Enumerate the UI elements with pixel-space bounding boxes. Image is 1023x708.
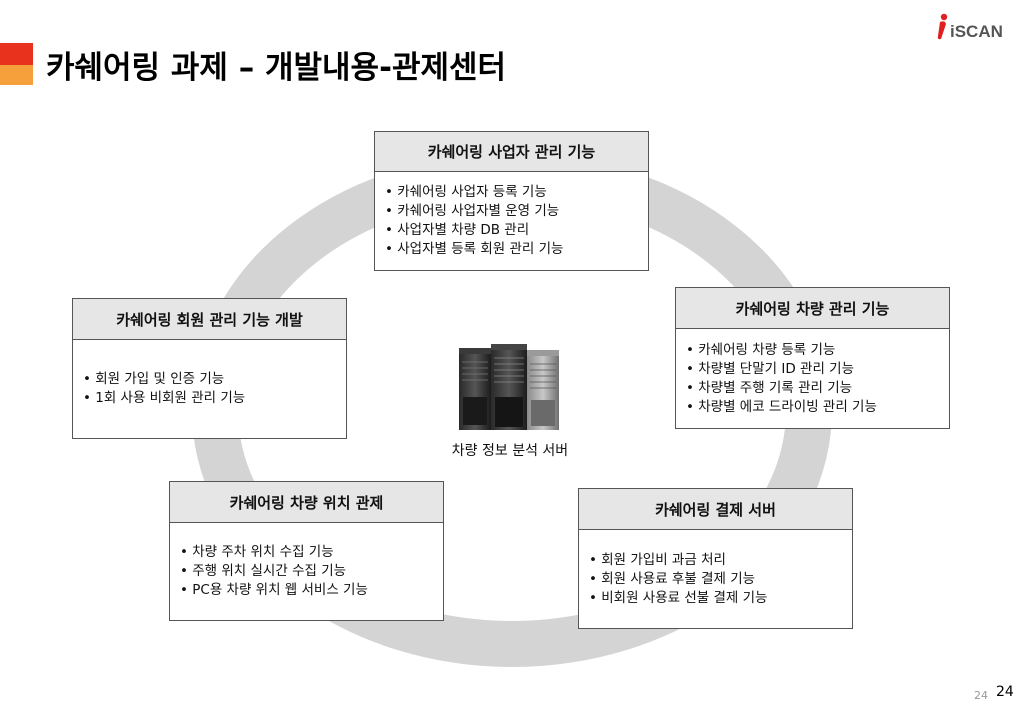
list-item: • 차량별 단말기 ID 관리 기능 <box>686 360 854 377</box>
box-items: • 회원 가입비 과금 처리 • 회원 사용료 후불 결제 기능 • 비회원 사… <box>579 530 852 628</box>
logo-text: iSCAN <box>950 22 1003 41</box>
list-item: • 사업자별 등록 회원 관리 기능 <box>385 241 564 257</box>
list-item: • 카쉐어링 사업자별 운영 기능 <box>385 203 560 219</box>
operator-management-box: 카쉐어링 사업자 관리 기능 • 카쉐어링 사업자 등록 기능 • 카쉐어링 사… <box>374 131 649 271</box>
page-number-small: 24 <box>974 689 988 702</box>
server-label: 차량 정보 분석 서버 <box>451 443 569 459</box>
title-accent-orange <box>0 65 33 85</box>
member-management-box: 카쉐어링 회원 관리 기능 개발 • 회원 가입 및 인증 기능 • 1회 사용… <box>72 298 347 439</box>
iscan-logo: iSCAN <box>937 13 1003 41</box>
box-items: • 회원 가입 및 인증 기능 • 1회 사용 비회원 관리 기능 <box>73 340 346 438</box>
list-item: • 회원 가입비 과금 처리 <box>589 551 726 568</box>
box-title: 카쉐어링 결제 서버 <box>579 489 852 530</box>
page-number: 24 <box>996 684 1014 700</box>
box-title: 카쉐어링 차량 위치 관제 <box>170 482 443 523</box>
box-items: • 차량 주차 위치 수집 기능 • 주행 위치 실시간 수집 기능 • PC용… <box>170 523 443 620</box>
list-item: • 주행 위치 실시간 수집 기능 <box>180 563 347 579</box>
box-items: • 카쉐어링 차량 등록 기능 • 차량별 단말기 ID 관리 기능 • 차량별… <box>676 329 949 428</box>
list-item: • 카쉐어링 차량 등록 기능 <box>686 341 836 358</box>
box-title: 카쉐어링 사업자 관리 기능 <box>375 132 648 172</box>
list-item: • 차량 주차 위치 수집 기능 <box>180 544 334 560</box>
title-accent-red <box>0 43 33 65</box>
vehicle-management-box: 카쉐어링 차량 관리 기능 • 카쉐어링 차량 등록 기능 • 차량별 단말기 … <box>675 287 950 429</box>
list-item: • 1회 사용 비회원 관리 기능 <box>83 390 246 406</box>
payment-server-box: 카쉐어링 결제 서버 • 회원 가입비 과금 처리 • 회원 사용료 후불 결제… <box>578 488 853 629</box>
list-item: • 회원 사용료 후불 결제 기능 <box>589 570 756 587</box>
list-item: • 차량별 에코 드라이빙 관리 기능 <box>686 398 877 415</box>
list-item: • 차량별 주행 기록 관리 기능 <box>686 379 853 396</box>
list-item: • PC용 차량 위치 웹 서비스 기능 <box>180 582 368 598</box>
list-item: • 카쉐어링 사업자 등록 기능 <box>385 184 547 200</box>
list-item: • 사업자별 차량 DB 관리 <box>385 222 530 238</box>
page-title: 카쉐어링 과제 – 개발내용-관제센터 <box>46 50 507 86</box>
box-items: • 카쉐어링 사업자 등록 기능 • 카쉐어링 사업자별 운영 기능 • 사업자… <box>375 172 648 270</box>
server-icon <box>459 344 559 430</box>
list-item: • 회원 가입 및 인증 기능 <box>83 371 225 387</box>
list-item: • 비회원 사용료 선불 결제 기능 <box>589 589 768 606</box>
box-title: 카쉐어링 회원 관리 기능 개발 <box>73 299 346 340</box>
vehicle-location-box: 카쉐어링 차량 위치 관제 • 차량 주차 위치 수집 기능 • 주행 위치 실… <box>169 481 444 621</box>
box-title: 카쉐어링 차량 관리 기능 <box>676 288 949 329</box>
